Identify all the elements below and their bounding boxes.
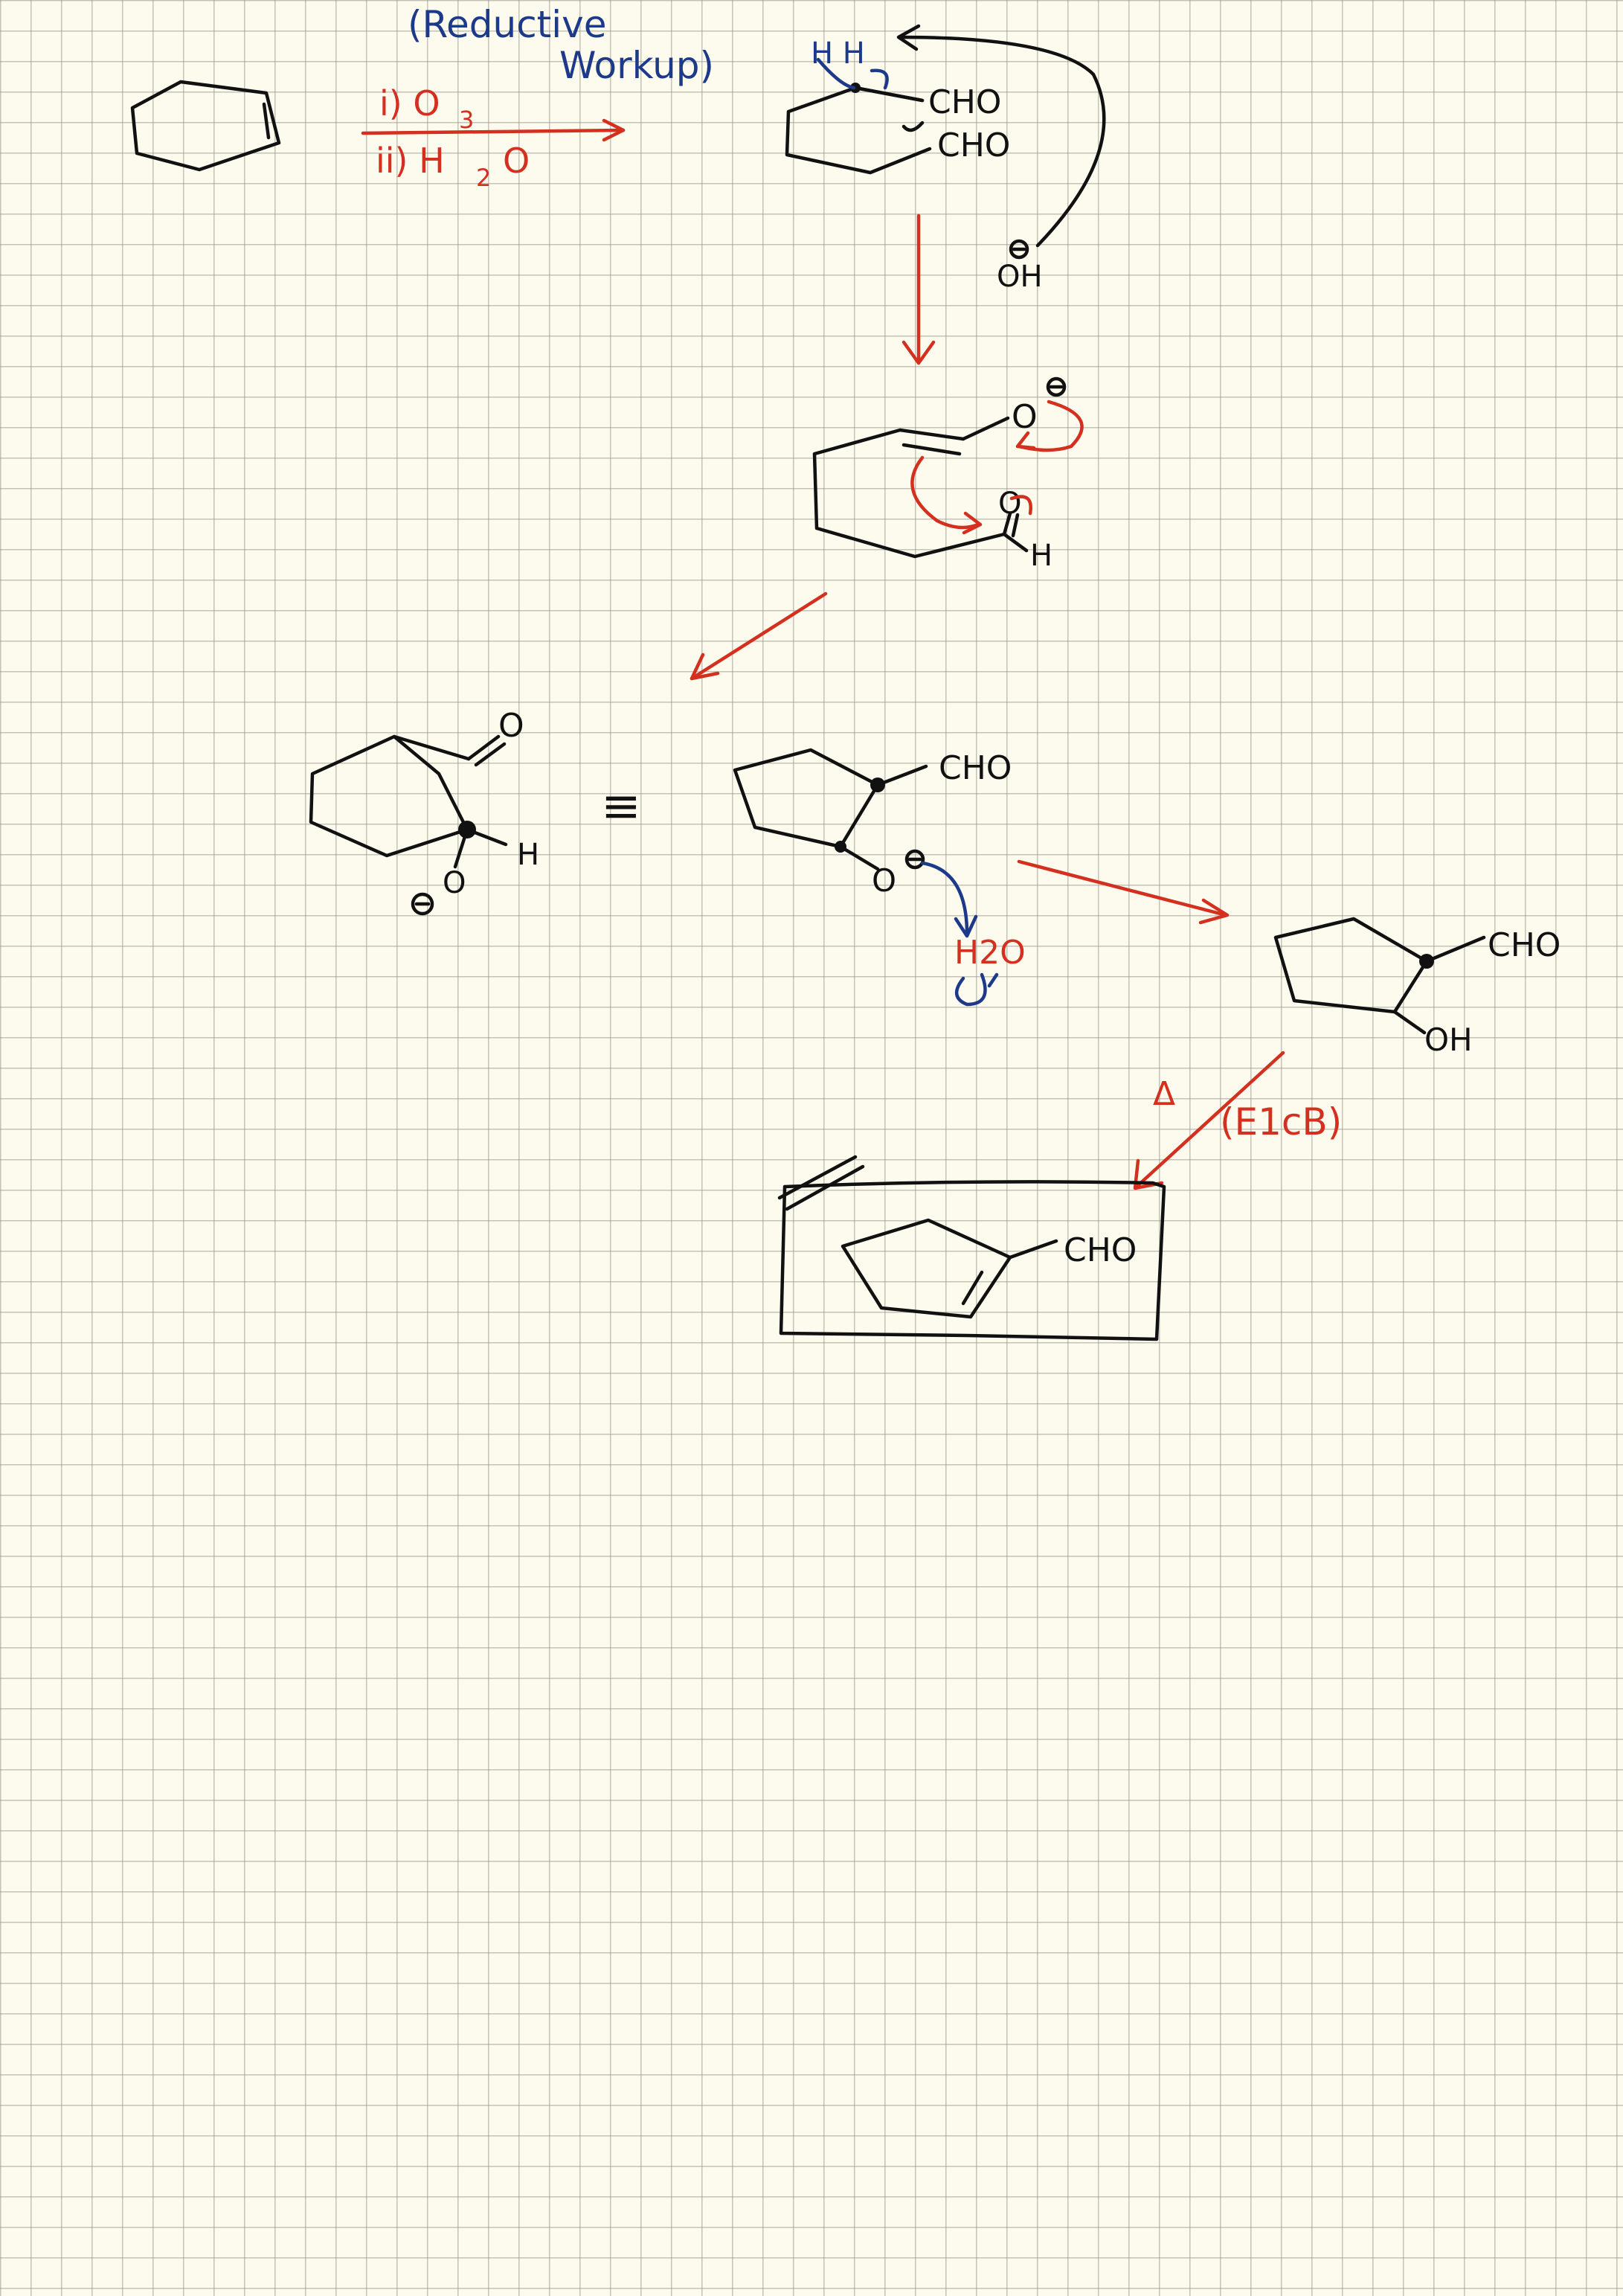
hydroxide-label: OH bbox=[997, 260, 1043, 294]
aldol-oxygen: O bbox=[498, 707, 524, 745]
reagent-2-subscript: 2 bbox=[476, 164, 491, 192]
product-oh-label: OH bbox=[1424, 1022, 1473, 1058]
elimination-arrow: Δ (E1cB) bbox=[1133, 1051, 1342, 1190]
cyclohexene-start bbox=[130, 80, 281, 172]
reagent-1-subscript: 3 bbox=[459, 106, 474, 134]
water-label: H2O bbox=[954, 934, 1026, 972]
reagent-2-label: ii) H bbox=[376, 141, 445, 181]
hh-label: H H bbox=[811, 36, 865, 71]
reductive-text: (Reductive bbox=[408, 3, 607, 46]
step-arrow-right bbox=[1017, 859, 1230, 925]
aldol-hydrogen: H bbox=[517, 838, 539, 872]
carbonyl-oxygen: O bbox=[998, 487, 1021, 521]
reagent-2-end: O bbox=[503, 141, 530, 181]
reagent-1-label: i) O bbox=[379, 83, 440, 124]
cp-cho-label: CHO bbox=[939, 749, 1012, 787]
cho-label-1: CHO bbox=[928, 83, 1001, 121]
ozonolysis-arrow: i) O 3 ii) H 2 O bbox=[361, 83, 626, 192]
reductive-workup-label: (Reductive Workup) H H bbox=[408, 3, 865, 87]
workup-text: Workup) bbox=[559, 44, 714, 87]
cho-label-2: CHO bbox=[937, 126, 1010, 164]
aldol-product: CHO OH bbox=[1273, 917, 1561, 1058]
step-arrow-down bbox=[902, 214, 936, 365]
cp-oxygen: O bbox=[872, 862, 896, 899]
final-cho-label: CHO bbox=[1064, 1231, 1137, 1269]
step-arrow-diagonal-1 bbox=[690, 591, 828, 681]
cyclopentyl-alkoxide: CHO O H2O bbox=[733, 748, 1026, 1007]
final-product-box: CHO bbox=[777, 1155, 1166, 1341]
e1cb-label: (E1cB) bbox=[1220, 1100, 1342, 1144]
carbonyl-hydrogen: H bbox=[1030, 539, 1052, 573]
product-cho-label: CHO bbox=[1488, 926, 1561, 964]
heat-symbol: Δ bbox=[1153, 1075, 1175, 1113]
equivalence-sign: ≡ bbox=[601, 779, 641, 834]
aldol-alkoxide-oxygen: O bbox=[443, 866, 466, 900]
aldol-alkoxide: O H O bbox=[309, 707, 539, 916]
dialdehyde: CHO CHO OH bbox=[785, 24, 1106, 294]
enolate: O O H bbox=[812, 376, 1084, 573]
enolate-oxygen: O bbox=[1012, 398, 1038, 436]
